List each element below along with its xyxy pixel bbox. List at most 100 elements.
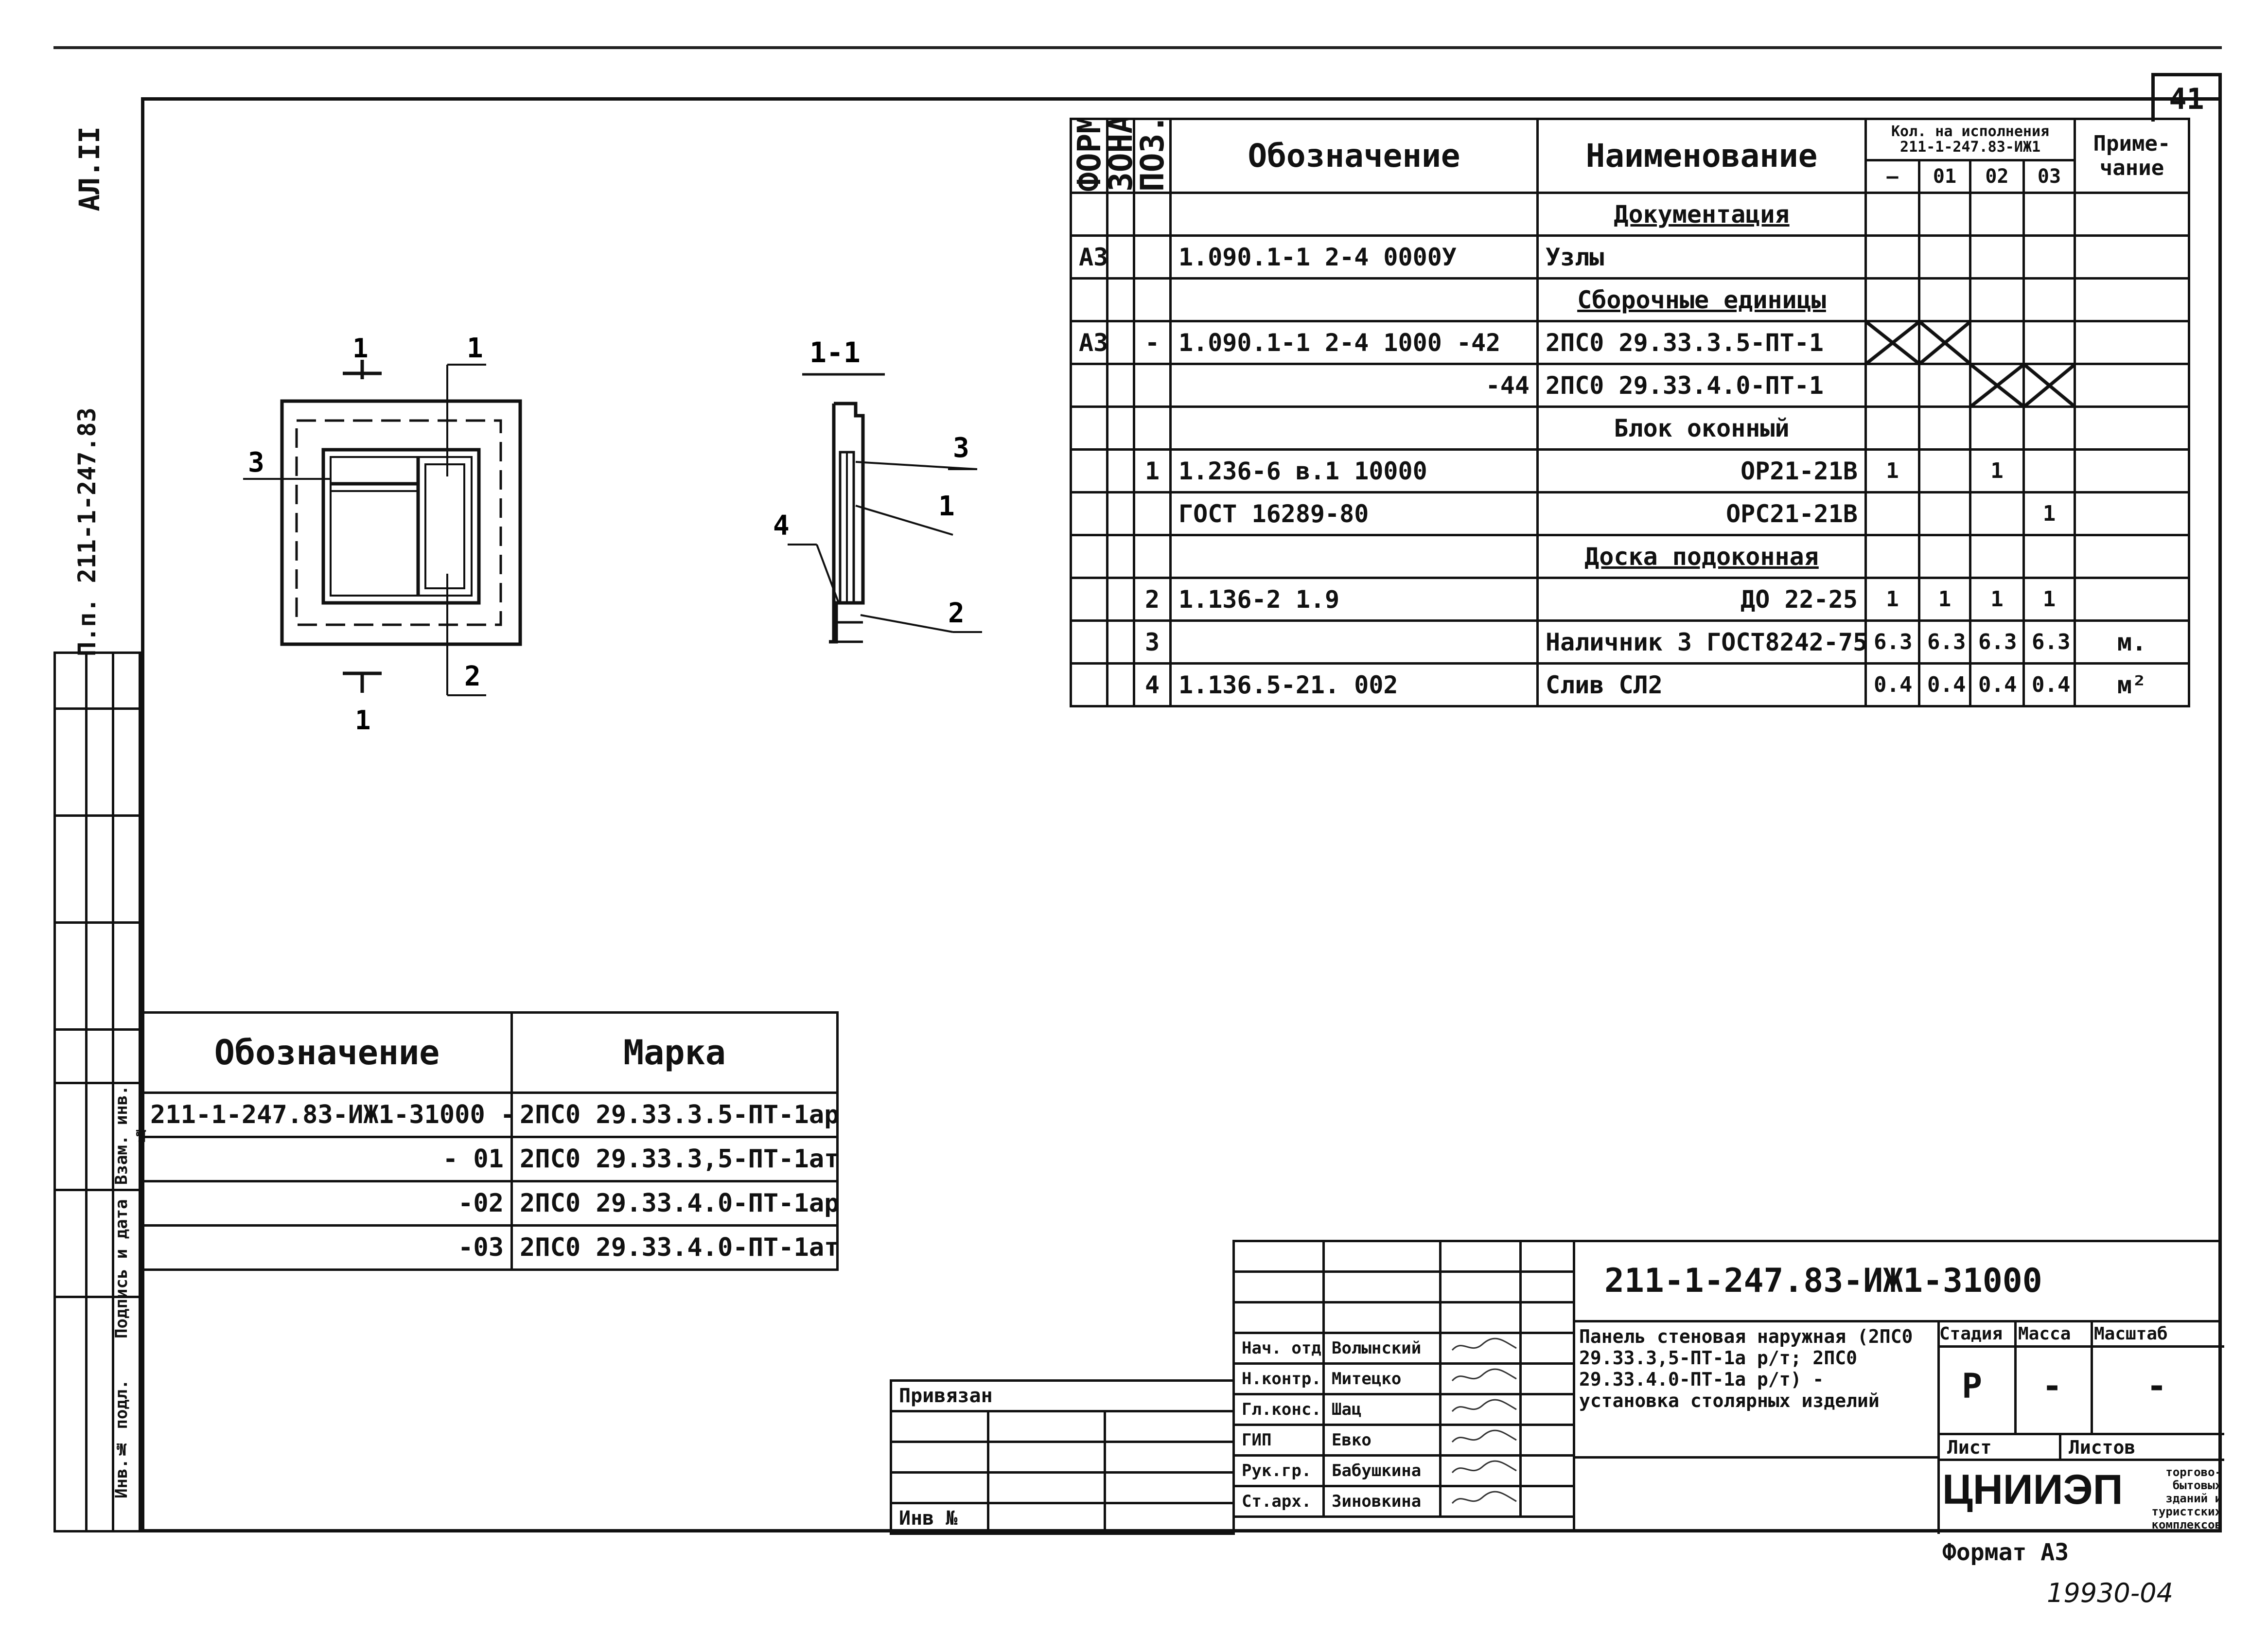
spec-qty-cell <box>1918 491 1971 536</box>
spec-designation-cell <box>1169 534 1539 579</box>
spec-qty-cell <box>1864 491 1920 536</box>
spec-qty-cell <box>1864 534 1920 579</box>
spec-zone-cell <box>1106 405 1135 451</box>
wall-profile <box>829 402 865 644</box>
marks-designation-cell: -03 <box>141 1224 513 1271</box>
spec-qty-cell: 0.4 <box>1918 662 1971 707</box>
spec-zone-cell <box>1106 619 1135 665</box>
stage-value: Р <box>1962 1366 1983 1406</box>
spec-designation-cell: 1.236-6 в.1 10000 <box>1169 448 1539 493</box>
staff-name: Шац <box>1322 1393 1442 1426</box>
spec-zone-cell <box>1106 662 1135 707</box>
staff-name: Евко <box>1322 1424 1442 1457</box>
staff-row: Нач. отд.Волынский <box>1232 1332 1575 1365</box>
spec-pos-cell <box>1133 491 1172 536</box>
staff-name: Волынский <box>1322 1332 1442 1365</box>
spec-name-cell: 2ПС0 29.33.4.0-ПТ-1 <box>1536 363 1867 408</box>
spec-qty-cell <box>1918 234 1971 280</box>
spec-designation-cell <box>1169 277 1539 322</box>
staff-signature <box>1439 1362 1522 1395</box>
spec-designation-cell: ГОСТ 16289-80 <box>1169 491 1539 536</box>
spec-format-cell <box>1070 363 1108 408</box>
marks-table: Обозначение Марка 211-1-247.83-ИЖ1-31000… <box>141 1011 839 1271</box>
spec-note-cell <box>2074 363 2191 408</box>
marks-designation-cell: - 01 <box>141 1136 513 1182</box>
doc-code: 211-1-247.83-ИЖ1-31000 <box>1604 1262 2042 1300</box>
staff-date <box>1519 1393 1575 1426</box>
spec-pos-cell <box>1133 192 1172 237</box>
spec-row: Документация <box>1070 192 2191 237</box>
spec-name-cell: ОР21-21В <box>1536 448 1867 493</box>
window-frame <box>321 448 481 605</box>
col-designation: Обозначение <box>1169 118 1539 194</box>
staff-role: ГИП <box>1232 1424 1325 1457</box>
spec-designation-cell: 1.136-2 1.9 <box>1169 577 1539 622</box>
spec-note-cell <box>2074 192 2191 237</box>
spec-zone-cell <box>1106 491 1135 536</box>
staff-role: Н.контр. <box>1232 1362 1325 1395</box>
spec-qty-cell <box>1918 277 1971 322</box>
variant-01: 01 <box>1918 159 1971 194</box>
staff-date <box>1519 1454 1575 1487</box>
spec-qty-cell <box>1969 234 2025 280</box>
spec-pos-cell: 1 <box>1133 448 1172 493</box>
spec-note-cell <box>2074 234 2191 280</box>
panel-opening-dashed <box>295 419 502 626</box>
spec-note-cell <box>2074 534 2191 579</box>
marks-mark-cell: 2ПС0 29.33.3,5-ПТ-1ат <box>510 1136 839 1182</box>
spec-qty-cell <box>2022 363 2076 408</box>
inv-label: Инв № <box>890 1502 989 1535</box>
spec-format-cell <box>1070 277 1108 322</box>
spec-qty-cell <box>1969 192 2025 237</box>
spec-row: Блок оконный <box>1070 405 2191 451</box>
spec-qty-cell: 1 <box>1864 577 1920 622</box>
spec-qty-cell: 1 <box>1969 448 2025 493</box>
spec-pos-cell <box>1133 363 1172 408</box>
spec-row: Сборочные единицы <box>1070 277 2191 322</box>
spec-name-cell: ОРС21-21В <box>1536 491 1867 536</box>
marks-col-designation: Обозначение <box>141 1011 513 1094</box>
spec-qty-cell <box>1864 320 1920 365</box>
spec-qty-cell <box>1864 277 1920 322</box>
spec-name-cell: Сборочные единицы <box>1536 277 1867 322</box>
staff-role: Рук.гр. <box>1232 1454 1325 1487</box>
org-subtitle: торгово-бытовых зданий и туристских комп… <box>2151 1465 2222 1531</box>
spec-pos-cell: - <box>1133 320 1172 365</box>
spec-format-cell <box>1070 491 1108 536</box>
drawing-title: Панель стеновая наружная (2ПС0 29.33.3,5… <box>1579 1326 1913 1411</box>
marks-col-mark: Марка <box>510 1011 839 1094</box>
spec-qty-cell <box>1864 192 1920 237</box>
staff-signature <box>1439 1393 1522 1426</box>
spec-qty-cell: 1 <box>2022 577 2076 622</box>
spec-name-cell: 2ПС0 29.33.3.5-ПТ-1 <box>1536 320 1867 365</box>
stamp-inv-podl: Инв.№ подл. <box>112 1379 131 1499</box>
title-block-main: 211-1-247.83-ИЖ1-31000 Панель стеновая н… <box>1573 1240 2224 1534</box>
spec-qty-cell <box>1864 363 1920 408</box>
album-label: АЛ.II <box>73 126 106 211</box>
marks-row: 211-1-247.83-ИЖ1-31000 -2ПС0 29.33.3.5-П… <box>141 1091 839 1138</box>
spec-qty-cell: 1 <box>1864 448 1920 493</box>
spec-qty-cell <box>1969 491 2025 536</box>
spec-zone-cell <box>1106 320 1135 365</box>
spec-name-cell: Слив СЛ2 <box>1536 662 1867 707</box>
spec-zone-cell <box>1106 448 1135 493</box>
variant-03: 03 <box>2022 159 2076 194</box>
staff-signature <box>1439 1332 1522 1365</box>
window-panel-front-view: 1 1 3 1 2 <box>243 333 522 736</box>
spec-qty-cell: 6.3 <box>1864 619 1920 665</box>
spec-name-cell: Документация <box>1536 192 1867 237</box>
callout-1-section: 1 <box>938 491 955 522</box>
spec-name-cell: Наличник 3 ГОСТ8242-75 <box>1536 619 1867 665</box>
specification-table: ФОРМАТ ЗОНА ПОЗ. Обозначение Наименовани… <box>1070 118 2191 707</box>
linked-label: Привязан <box>890 1379 1235 1412</box>
callout-3-front: 3 <box>248 447 264 478</box>
col-format: ФОРМАТ <box>1071 119 1108 193</box>
spec-name-cell: ДО 22-25 <box>1536 577 1867 622</box>
variant-base: — <box>1864 159 1920 194</box>
spec-designation-cell: 1.136.5-21. 002 <box>1169 662 1539 707</box>
spec-qty-cell: 1 <box>1969 577 2025 622</box>
